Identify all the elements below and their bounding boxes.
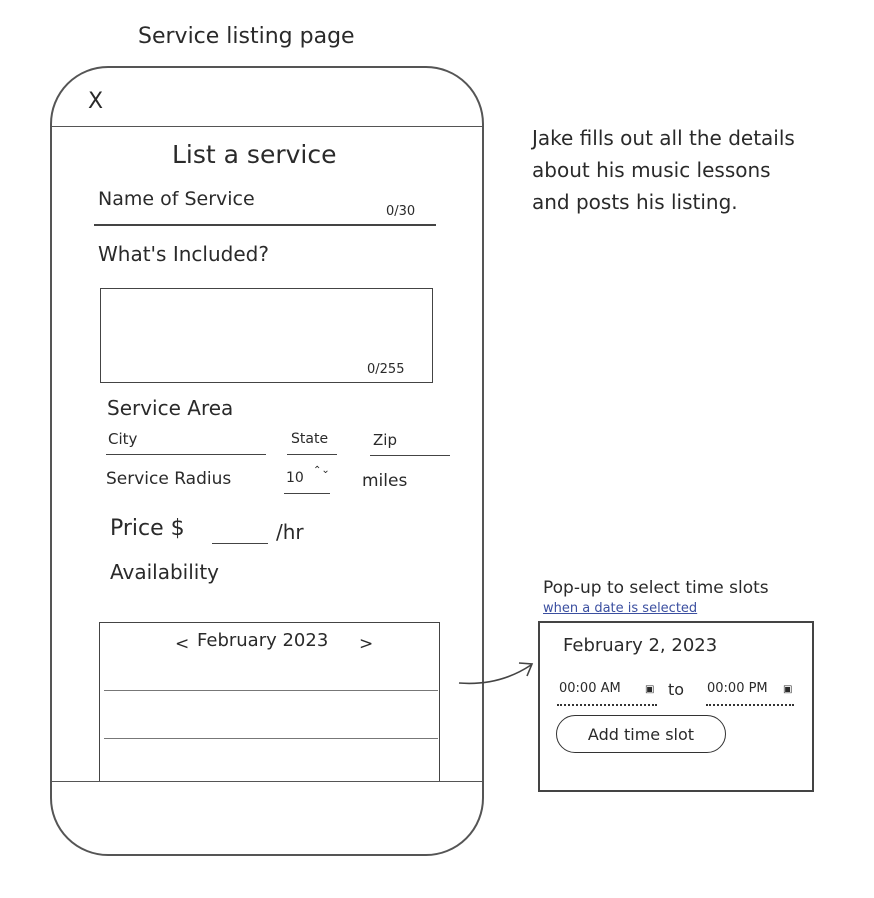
end-time-dropdown-icon[interactable]: ▣ [783, 684, 793, 695]
add-time-slot-button[interactable]: Add time slot [556, 715, 726, 753]
zip-placeholder: Zip [373, 431, 397, 449]
calendar [99, 622, 440, 782]
popup-date: February 2, 2023 [563, 635, 718, 656]
city-field[interactable] [106, 430, 266, 455]
prev-month-button[interactable]: < [175, 634, 190, 654]
service-area-label: Service Area [107, 396, 234, 420]
city-placeholder: City [108, 430, 138, 448]
arrow-icon [458, 662, 534, 685]
next-month-button[interactable]: > [359, 634, 374, 654]
time-slot-popup [538, 621, 814, 792]
state-placeholder: State [291, 431, 329, 447]
footer-divider [51, 781, 483, 782]
service-name-input[interactable] [94, 188, 436, 226]
end-time-select[interactable] [706, 678, 794, 706]
price-input[interactable] [212, 516, 268, 544]
zip-field[interactable] [370, 431, 450, 456]
included-counter: 0/255 [367, 362, 405, 377]
sketch-title: Service listing page [138, 24, 355, 49]
price-label: Price $ [110, 516, 185, 541]
state-field[interactable] [287, 431, 337, 455]
start-time-dropdown-icon[interactable]: ▣ [645, 684, 655, 695]
calendar-row[interactable] [104, 690, 438, 691]
availability-label: Availability [110, 560, 220, 584]
popup-caption: Pop-up to select time slots [543, 578, 769, 598]
to-label: to [668, 680, 685, 699]
start-time-value: 00:00 AM [559, 681, 621, 696]
calendar-row[interactable] [104, 738, 438, 739]
phone-frame [50, 66, 484, 856]
header-divider [51, 126, 483, 127]
end-time-value: 00:00 PM [707, 681, 768, 696]
radius-stepper[interactable] [284, 469, 330, 494]
calendar-month-label: February 2023 [197, 630, 329, 651]
included-textarea[interactable] [100, 288, 433, 383]
included-label: What's Included? [98, 242, 269, 266]
popup-subcaption: when a date is selected [543, 601, 698, 616]
service-name-label: Name of Service [98, 188, 255, 210]
close-icon[interactable]: X [88, 89, 104, 114]
start-time-select[interactable] [557, 678, 657, 706]
price-unit: /hr [276, 520, 304, 544]
service-name-counter: 0/30 [386, 204, 416, 219]
annotation-note: Jake fills out all the details about his… [532, 126, 795, 214]
stepper-arrows-icon[interactable]: ⌃⌄ [313, 465, 330, 476]
radius-value: 10 [286, 470, 304, 486]
page-title: List a service [172, 140, 337, 169]
radius-label: Service Radius [106, 469, 232, 489]
radius-unit: miles [362, 471, 408, 491]
